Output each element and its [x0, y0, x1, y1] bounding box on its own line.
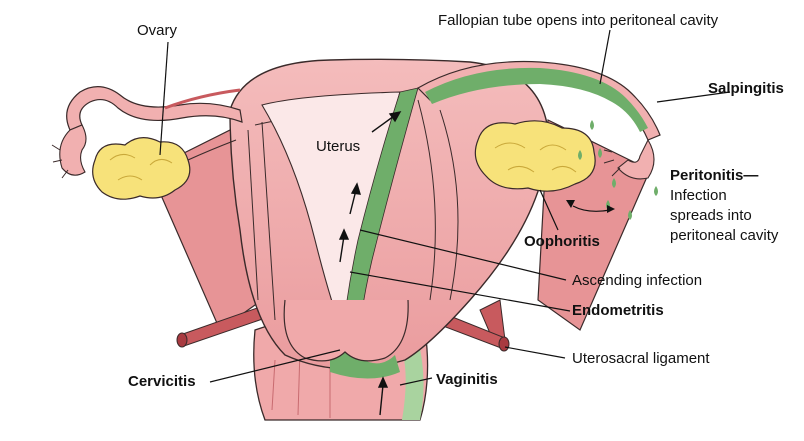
- label-ascending-infection: Ascending infection: [572, 272, 703, 289]
- label-endometritis: Endometritis: [572, 302, 664, 319]
- label-fallopian-tube: Fallopian tube opens into peritoneal cav…: [438, 12, 719, 29]
- vaginitis-infection: [395, 335, 424, 420]
- label-peritonitis: Peritonitis—: [670, 167, 759, 184]
- leader-lines: [159, 29, 731, 386]
- label-oophoritis: Oophoritis: [524, 233, 600, 250]
- ligament-end-left: [176, 332, 188, 348]
- label-cervicitis: Cervicitis: [128, 373, 196, 390]
- cervix: [283, 299, 409, 362]
- ovary-right: [474, 120, 596, 192]
- label-vaginitis: Vaginitis: [436, 371, 498, 388]
- label-uterosacral-ligament: Uterosacral ligament: [572, 350, 710, 367]
- label-uterus: Uterus: [316, 138, 361, 155]
- label-peritonitis-line2: spreads into: [670, 207, 752, 224]
- ligament-end-right: [498, 336, 510, 352]
- cervical-infection: [330, 355, 400, 379]
- ovary-left: [92, 137, 191, 200]
- salpingitis-infection: [425, 67, 648, 132]
- label-peritonitis-line1: Infection: [670, 187, 727, 204]
- peritonitis-arrows: [572, 205, 611, 212]
- label-ovary: Ovary: [137, 22, 178, 39]
- label-peritonitis-line3: peritoneal cavity: [670, 227, 779, 244]
- ascending-arrows: [338, 111, 402, 416]
- label-salpingitis: Salpingitis: [708, 80, 784, 97]
